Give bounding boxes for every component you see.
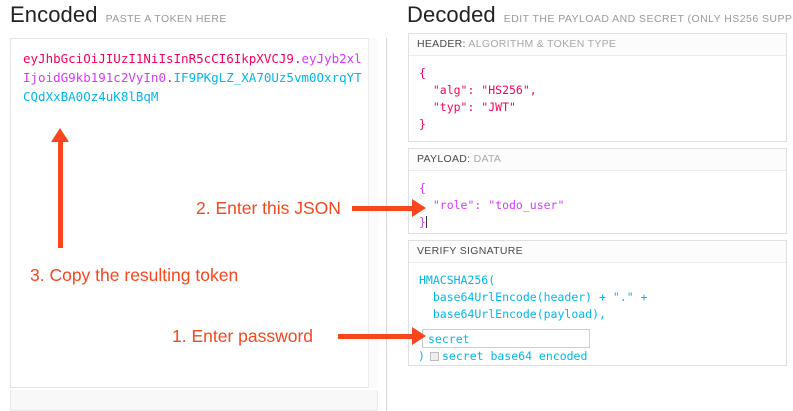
decoded-title: Decoded — [407, 2, 496, 27]
token-header-segment: eyJhbGciOiJIUzI1NiIsInR5cCI6IkpXVCJ9 — [23, 51, 294, 66]
decoded-payload-label-key: PAYLOAD: — [417, 153, 471, 165]
encoded-subtitle: PASTE A TOKEN HERE — [105, 13, 227, 25]
arrow-head — [412, 327, 426, 345]
annotation-1-arrow — [338, 327, 426, 345]
verify-signature-label-key: VERIFY SIGNATURE — [417, 245, 523, 257]
text-caret — [425, 216, 427, 228]
decoded-subtitle: EDIT THE PAYLOAD AND SECRET (ONLY HS256 … — [503, 13, 793, 25]
decoded-payload-panel[interactable]: PAYLOAD: DATA { "role": "todo_user" } — [408, 148, 787, 234]
decoded-header-label-key: HEADER: — [417, 38, 466, 50]
verify-signature-panel-title: VERIFY SIGNATURE — [409, 241, 786, 263]
decoded-payload-panel-title: PAYLOAD: DATA — [409, 149, 786, 171]
encoded-column-heading: Encoded PASTE A TOKEN HERE — [10, 2, 227, 28]
annotation-1-label: 1. Enter password — [172, 326, 314, 346]
verify-signature-close-paren: ) — [418, 349, 425, 363]
decoded-header-json: { "alg": "HS256", "typ": "JWT" } — [419, 66, 537, 131]
annotation-2-label: 2. Enter this JSON — [196, 198, 341, 218]
arrow-head — [51, 128, 69, 142]
encoded-editor-scrollbar[interactable] — [368, 38, 378, 388]
encoded-editor-footer — [10, 390, 378, 411]
column-divider — [386, 38, 387, 411]
annotation-3-label: 3. Copy the resulting token — [30, 265, 239, 285]
arrow-shaft — [338, 334, 413, 339]
token-separator-2: . — [166, 70, 174, 85]
decoded-header-panel: HEADER: ALGORITHM & TOKEN TYPE { "alg": … — [408, 33, 787, 142]
token-payload-segment: eyJyb2xlIjoidG9kb191c2VyIn0 — [23, 51, 362, 85]
decoded-payload-json-text: { "role": "todo_user" } — [419, 181, 565, 229]
decoded-payload-json[interactable]: { "role": "todo_user" } — [409, 171, 786, 239]
annotation-2-arrow — [352, 199, 426, 217]
arrow-shaft — [352, 206, 413, 211]
arrow-shaft — [58, 141, 63, 248]
encoded-token-text[interactable]: eyJhbGciOiJIUzI1NiIsInR5cCI6IkpXVCJ9.eyJ… — [23, 49, 367, 106]
secret-base64-checkbox[interactable] — [430, 352, 439, 361]
decoded-header-panel-title: HEADER: ALGORITHM & TOKEN TYPE — [409, 34, 786, 56]
token-separator-1: . — [293, 51, 302, 66]
token-signature-segment: IF9PKgLZ_XA70Uz5vm0OxrqYTCQdXxBA0Oz4uK8l… — [23, 70, 362, 104]
secret-base64-label: secret base64 encoded — [442, 349, 588, 363]
decoded-header-label-value: ALGORITHM & TOKEN TYPE — [468, 38, 617, 50]
verify-signature-formula: HMACSHA256( base64UrlEncode(header) + ".… — [419, 273, 648, 321]
secret-input[interactable] — [422, 329, 590, 348]
encoded-title: Encoded — [10, 2, 98, 27]
decoded-column-heading: Decoded EDIT THE PAYLOAD AND SECRET (ONLY… — [407, 2, 793, 28]
annotation-3-arrow — [51, 128, 69, 248]
encoded-token-editor[interactable]: eyJhbGciOiJIUzI1NiIsInR5cCI6IkpXVCJ9.eyJ… — [10, 38, 378, 388]
arrow-head — [412, 199, 426, 217]
decoded-payload-label-value: DATA — [473, 153, 502, 165]
